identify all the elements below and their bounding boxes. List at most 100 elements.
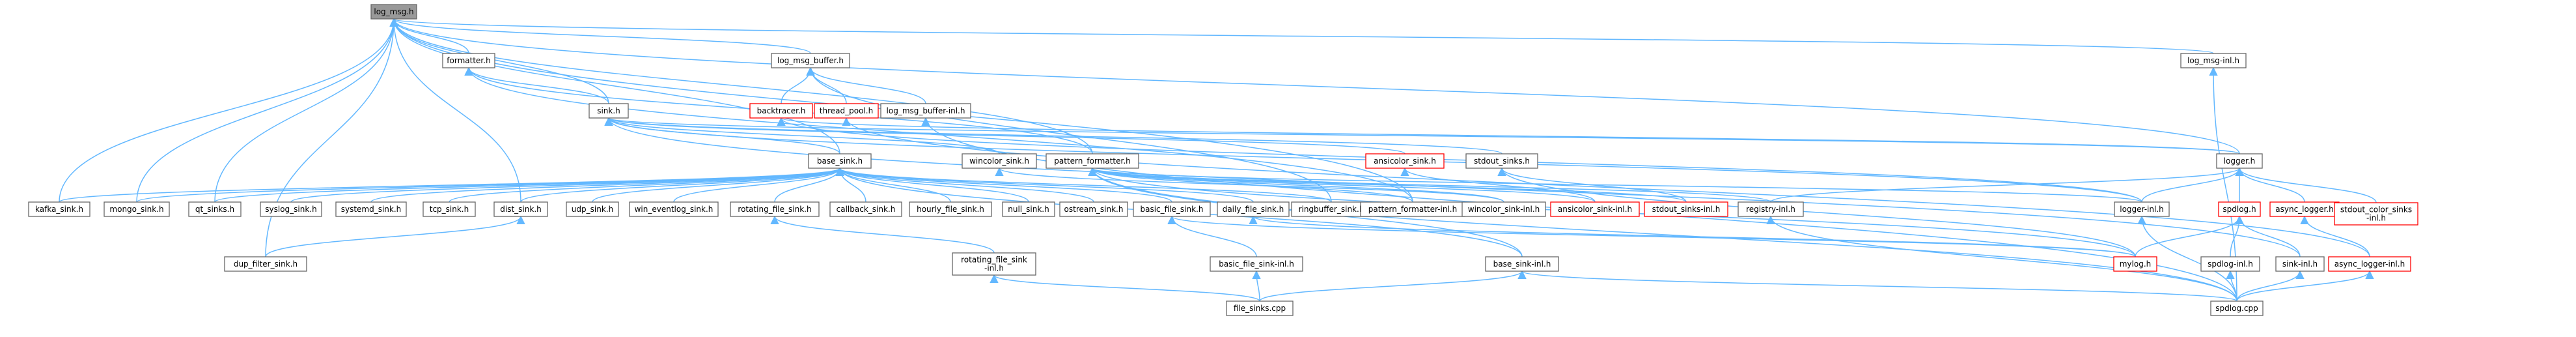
node-label-pattern_formatter_inl_h: pattern_formatter-inl.h (1368, 205, 1457, 214)
node-async_logger_inl_h[interactable]: async_logger-inl.h (2328, 256, 2411, 272)
node-mongo_sink_h[interactable]: mongo_sink.h (104, 201, 170, 217)
node-rotating_file_sink_inl_h[interactable]: rotating_file_sink-inl.h (952, 252, 1036, 276)
node-pattern_formatter_inl_h[interactable]: pattern_formatter-inl.h (1360, 201, 1465, 217)
node-box-sink_inl_h (2275, 256, 2325, 272)
node-callback_sink_h[interactable]: callback_sink.h (829, 201, 902, 217)
node-box-stdout_sinks_h (1465, 153, 1538, 169)
node-rotating_file_sink_h[interactable]: rotating_file_sink.h (730, 201, 820, 217)
node-box-wincolor_sink_h (962, 153, 1037, 169)
node-systemd_sink_h[interactable]: systemd_sink.h (335, 201, 407, 217)
node-box-logger_h (2216, 153, 2263, 169)
node-wincolor_sink_h[interactable]: wincolor_sink.h (962, 153, 1037, 169)
node-logger_h[interactable]: logger.h (2216, 153, 2263, 169)
node-stdout_sinks_h[interactable]: stdout_sinks.h (1465, 153, 1538, 169)
node-box-basic_file_sink_h (1133, 201, 1211, 217)
node-label-logger_inl_h: logger-inl.h (2120, 205, 2163, 214)
node-dup_filter_sink_h[interactable]: dup_filter_sink.h (224, 256, 307, 272)
edge-kafka_sink_h-to-log_msg_h (59, 18, 398, 203)
node-box-registry_inl_h (1738, 201, 1804, 217)
node-sink_inl_h[interactable]: sink-inl.h (2275, 256, 2325, 272)
node-box-log_msg_buffer_h (771, 53, 850, 68)
node-log_msg_buffer_h[interactable]: log_msg_buffer.h (771, 53, 850, 68)
node-base_sink_inl_h[interactable]: base_sink-inl.h (1485, 256, 1559, 272)
edge-stdout_sinks_h-to-sink_h (604, 117, 1503, 154)
node-tcp_sink_h[interactable]: tcp_sink.h (422, 201, 476, 217)
edge-ostream_sink_h-to-base_sink_h (835, 167, 1094, 203)
node-null_sink_h[interactable]: null_sink.h (1002, 201, 1055, 217)
node-box-systemd_sink_h (335, 201, 407, 217)
node-log_msg_buffer_inl_h[interactable]: log_msg_buffer-inl.h (880, 103, 971, 119)
node-label-null_sink_h: null_sink.h (1008, 205, 1049, 214)
edge-ansicolor_sink_inl_h-to-pattern_formatter_h (1088, 167, 1596, 203)
node-ansicolor_sink_inl_h[interactable]: ansicolor_sink-inl.h (1550, 201, 1640, 217)
node-label-wincolor_sink_inl_h: wincolor_sink-inl.h (1468, 205, 1540, 214)
node-base_sink_h[interactable]: base_sink.h (808, 153, 872, 169)
node-basic_file_sink_inl_h[interactable]: basic_file_sink-inl.h (1210, 256, 1303, 272)
edge-mongo_sink_h-to-log_msg_h (136, 18, 398, 203)
node-spdlog_cpp[interactable]: spdlog.cpp (2210, 300, 2264, 316)
edge-log_msg_inl_h-to-log_msg_h (390, 18, 2214, 54)
edge-tcp_sink_h-to-base_sink_h (449, 167, 844, 203)
edge-file_sinks_cpp-to-rotating_file_sink_inl_h (990, 274, 1260, 302)
node-label-log_msg_inl_h: log_msg-inl.h (2187, 56, 2239, 65)
edge-ansicolor_sink_inl_h-to-ansicolor_sink_h (1400, 167, 1596, 203)
edge-udp_sink_h-to-base_sink_h (592, 167, 844, 203)
node-ringbuffer_sink_h[interactable]: ringbuffer_sink.h (1291, 201, 1372, 217)
node-box-pattern_formatter_h (1046, 153, 1139, 169)
node-label-basic_file_sink_h: basic_file_sink.h (1141, 205, 1204, 214)
node-log_msg_inl_h[interactable]: log_msg-inl.h (2180, 53, 2247, 68)
node-syslog_sink_h[interactable]: syslog_sink.h (260, 201, 322, 217)
node-label-stdout_sinks_inl_h: stdout_sinks-inl.h (1652, 205, 1721, 214)
node-ostream_sink_h[interactable]: ostream_sink.h (1059, 201, 1128, 217)
node-label-stdout_sinks_h: stdout_sinks.h (1474, 156, 1530, 166)
node-box-syslog_sink_h (260, 201, 322, 217)
node-logger_inl_h[interactable]: logger-inl.h (2114, 201, 2170, 217)
node-box-callback_sink_h (829, 201, 902, 217)
node-label-base_sink_h: base_sink.h (817, 156, 863, 166)
node-spdlog_inl_h[interactable]: spdlog-inl.h (2200, 256, 2260, 272)
node-box-spdlog_cpp (2210, 300, 2264, 316)
node-udp_sink_h[interactable]: udp_sink.h (566, 201, 619, 217)
nodes-layer: log_msg.h formatter.h log_msg_buffer.h log_… (28, 4, 2418, 316)
node-box-daily_file_sink_h (1217, 201, 1290, 217)
node-pattern_formatter_h[interactable]: pattern_formatter.h (1046, 153, 1139, 169)
node-daily_file_sink_h[interactable]: daily_file_sink.h (1217, 201, 1290, 217)
node-box-rotating_file_sink_inl_h (952, 252, 1036, 276)
edges-layer (59, 18, 2377, 302)
node-dist_sink_h[interactable]: dist_sink.h (493, 201, 548, 217)
node-basic_file_sink_h[interactable]: basic_file_sink.h (1133, 201, 1211, 217)
edge-spdlog_cpp-to-sink_inl_h (2236, 270, 2305, 302)
node-box-rotating_file_sink_h (730, 201, 820, 217)
node-backtracer_h[interactable]: backtracer.h (749, 103, 813, 119)
node-qt_sinks_h[interactable]: qt_sinks.h (188, 201, 242, 217)
edge-async_logger_inl_h-to-thread_pool_h (842, 117, 2370, 257)
node-stdout_color_sinks_inl_h[interactable]: stdout_color_sinks-inl.h (2334, 202, 2418, 226)
node-thread_pool_h[interactable]: thread_pool.h (814, 103, 879, 119)
node-hourly_file_sink_h[interactable]: hourly_file_sink.h (909, 201, 992, 217)
edge-wincolor_sink_inl_h-to-pattern_formatter_h (1088, 167, 1504, 203)
node-mylog_h[interactable]: mylog.h (2113, 256, 2157, 272)
node-wincolor_sink_inl_h[interactable]: wincolor_sink-inl.h (1461, 201, 1546, 217)
node-label-basic_file_sink_inl_h: basic_file_sink-inl.h (1219, 259, 1294, 269)
node-box-thread_pool_h (814, 103, 879, 119)
node-stdout_sinks_inl_h[interactable]: stdout_sinks-inl.h (1644, 201, 1728, 217)
node-registry_inl_h[interactable]: registry-inl.h (1738, 201, 1804, 217)
node-ansicolor_sink_h[interactable]: ansicolor_sink.h (1365, 153, 1445, 169)
node-log_msg_h[interactable]: log_msg.h (370, 4, 417, 20)
edge-backtracer_h-to-log_msg_buffer_h (781, 66, 815, 104)
node-async_logger_h[interactable]: async_logger.h (2269, 201, 2340, 217)
node-box-dup_filter_sink_h (224, 256, 307, 272)
node-label-async_logger_inl_h: async_logger-inl.h (2334, 259, 2405, 269)
node-formatter_h[interactable]: formatter.h (442, 53, 495, 68)
node-box-udp_sink_h (566, 201, 619, 217)
edge-sink_inl_h-to-spdlog_h (2235, 215, 2301, 257)
edge-mylog_h-to-basic_file_sink_h (1167, 215, 2136, 257)
node-label-kafka_sink_h: kafka_sink.h (35, 205, 83, 214)
node-sink_h[interactable]: sink.h (589, 103, 629, 119)
node-kafka_sink_h[interactable]: kafka_sink.h (28, 201, 90, 217)
node-file_sinks_cpp[interactable]: file_sinks.cpp (1226, 300, 1294, 316)
node-label-rotating_file_sink_h: rotating_file_sink.h (738, 205, 811, 214)
node-spdlog_h[interactable]: spdlog.h (2218, 201, 2261, 217)
edge-async_logger_inl_h-to-async_logger_h (2300, 215, 2370, 257)
node-win_eventlog_sink_h[interactable]: win_eventlog_sink.h (629, 201, 719, 217)
